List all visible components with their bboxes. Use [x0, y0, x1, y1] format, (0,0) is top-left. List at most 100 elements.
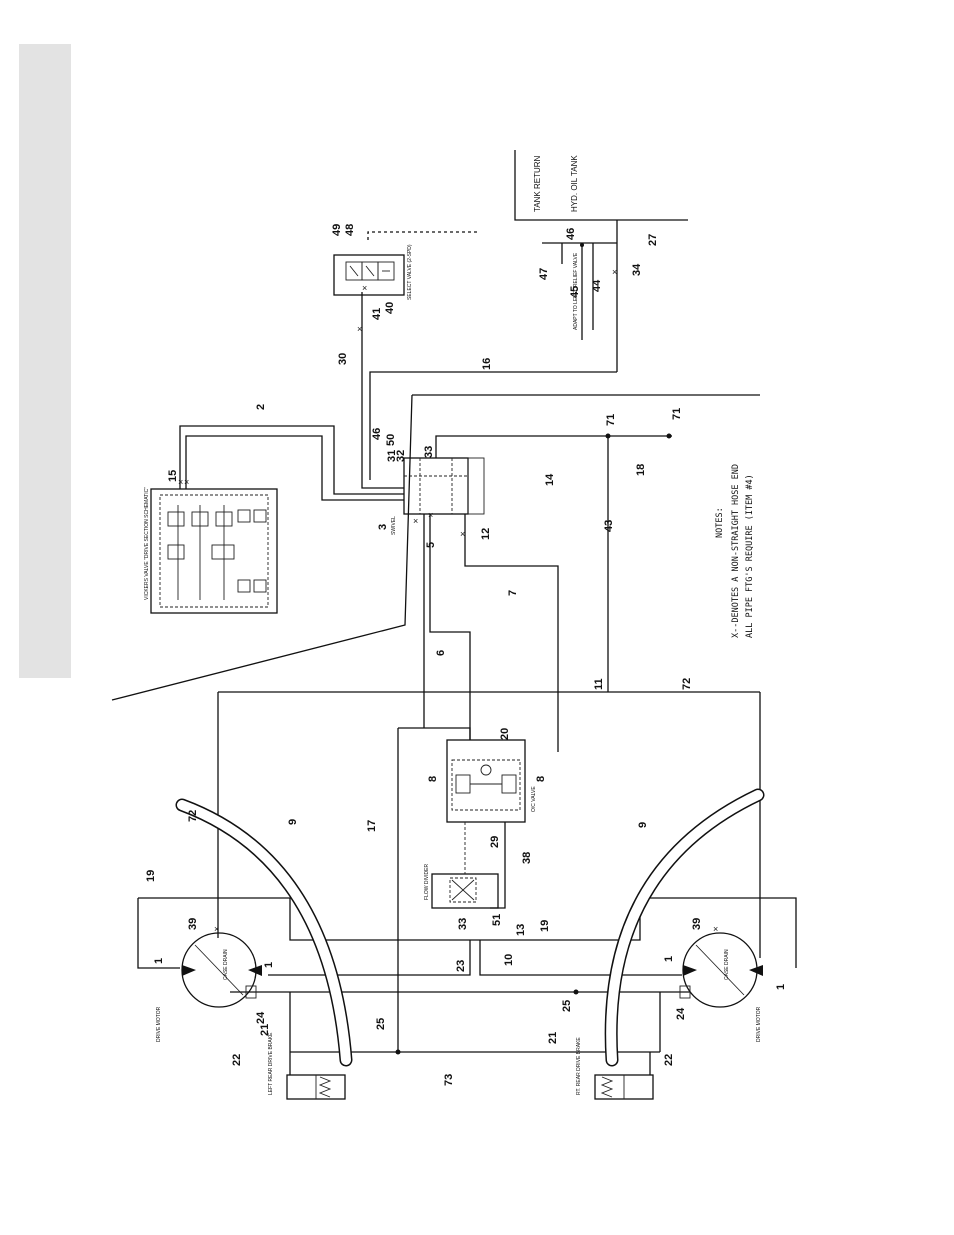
relief-valve-label: ADAPT TO LEVEL RELIEF VALVE: [573, 252, 579, 330]
oc-valve-label: O/C VALVE: [531, 786, 537, 812]
callout-46: 46: [371, 428, 383, 440]
callout-39-left: 39: [187, 918, 199, 930]
vickers-valve: VICKERS VALVE "DRIVE SECTION SCHEMATIC": [144, 487, 278, 614]
vickers-valve-label: VICKERS VALVE "DRIVE SECTION SCHEMATIC": [144, 487, 150, 600]
callout-51: 51: [491, 914, 503, 926]
callout-1-c: 1: [663, 956, 675, 962]
callout-11: 11: [593, 678, 605, 690]
callout-12: 12: [480, 528, 492, 540]
svg-text:×: ×: [413, 516, 418, 526]
callout-46-top: 46: [565, 228, 577, 240]
swivel-label: SWIVEL: [391, 516, 397, 535]
callout-25-right: 25: [561, 1000, 573, 1012]
oc-valve: O/C VALVE: [446, 739, 537, 823]
callout-22-right: 22: [663, 1054, 675, 1066]
callout-15: 15: [167, 470, 179, 482]
callout-8-right: 8: [535, 776, 547, 782]
notes-line-1: X--DENOTES A NON-STRAIGHT HOSE END: [731, 464, 741, 638]
callout-19-left: 19: [145, 870, 157, 882]
callout-24-left: 24: [255, 1011, 267, 1024]
svg-text:×: ×: [713, 924, 718, 934]
callout-5: 5: [425, 542, 437, 548]
callout-9-left: 9: [287, 819, 299, 825]
callout-72-top: 72: [681, 678, 693, 690]
callout-8-left: 8: [427, 776, 439, 782]
svg-text:×: ×: [178, 477, 183, 487]
left-rear-drive-brake: LEFT REAR DRIVE BRAKE: [268, 1032, 346, 1100]
callout-27: 27: [647, 234, 659, 246]
callout-9-right: 9: [637, 822, 649, 828]
callout-17: 17: [366, 820, 378, 832]
callout-25-left: 25: [375, 1018, 387, 1030]
callout-72-left: 72: [187, 810, 199, 822]
callout-71-b: 71: [671, 408, 683, 420]
callout-22-left: 22: [231, 1054, 243, 1066]
callout-49: 49: [331, 224, 343, 236]
hydraulic-oil-tank: TANK RETURN HYD. OIL TANK: [514, 150, 688, 221]
notes-title: NOTES:: [715, 507, 725, 538]
callout-50: 50: [385, 434, 397, 446]
callout-45: 45: [569, 286, 581, 298]
svg-text:×: ×: [362, 283, 367, 293]
callout-41: 41: [371, 308, 383, 320]
left-drive-motor: CASE DRAIN DRIVE MOTOR: [156, 932, 262, 1042]
callout-23: 23: [455, 960, 467, 972]
callout-16: 16: [481, 358, 493, 370]
rt-rear-brake-label: RT. REAR DRIVE BRAKE: [576, 1037, 582, 1095]
callout-44: 44: [591, 279, 603, 292]
svg-text:×: ×: [428, 510, 433, 520]
callout-19-right: 19: [539, 920, 551, 932]
left-drive-motor-label: DRIVE MOTOR: [156, 1006, 162, 1042]
notes-block: NOTES: X--DENOTES A NON-STRAIGHT HOSE EN…: [715, 464, 755, 638]
callout-73: 73: [443, 1074, 455, 1086]
svg-text:×: ×: [612, 267, 617, 277]
callout-43: 43: [603, 520, 615, 532]
select-valve: SELECT VALVE (2-SPD): [333, 244, 413, 300]
callout-7: 7: [507, 590, 519, 596]
hyd-oil-tank-label: HYD. OIL TANK: [570, 155, 579, 212]
callout-47: 47: [538, 268, 550, 280]
left-rear-brake-label: LEFT REAR DRIVE BRAKE: [268, 1032, 274, 1095]
callout-1-a: 1: [153, 958, 165, 964]
callout-18: 18: [635, 464, 647, 476]
svg-text:×: ×: [460, 529, 465, 539]
left-case-drain-label: CASE DRAIN: [223, 949, 229, 980]
callout-13: 13: [515, 924, 527, 936]
callout-38: 38: [521, 852, 533, 864]
callout-1-d: 1: [775, 984, 787, 990]
callout-33: 33: [457, 918, 469, 930]
callout-29: 29: [489, 836, 501, 848]
callout-14: 14: [544, 473, 556, 486]
swivel: SWIVEL: [391, 457, 485, 535]
callout-numbers: 49 48 46 47 45 44 34 27 41 40 30 16 2 46…: [145, 224, 787, 1086]
callout-71-a: 71: [605, 414, 617, 426]
page-side-tab: [19, 44, 71, 678]
callout-21-right: 21: [547, 1032, 559, 1044]
notes-line-2: ALL PIPE FTG'S REQUIRE (ITEM #4): [745, 474, 755, 638]
right-case-drain-label: CASE DRAIN: [724, 949, 730, 980]
svg-text:×: ×: [214, 924, 219, 934]
callout-40: 40: [384, 302, 396, 314]
callout-32: 32: [395, 450, 407, 462]
callout-21-left: 21: [259, 1024, 271, 1036]
hose-9-left: [175, 798, 353, 1067]
callout-30: 30: [337, 353, 349, 365]
callout-3: 3: [377, 524, 389, 530]
right-drive-motor-label: DRIVE MOTOR: [756, 1006, 762, 1042]
select-valve-label: SELECT VALVE (2-SPD): [407, 244, 413, 300]
right-drive-motor: CASE DRAIN DRIVE MOTOR: [679, 932, 763, 1042]
callout-31: 31: [386, 450, 398, 462]
callout-24-right: 24: [675, 1007, 687, 1020]
callout-39-right: 39: [691, 918, 703, 930]
right-rear-drive-brake: RT. REAR DRIVE BRAKE: [576, 1037, 654, 1100]
callout-20: 20: [499, 728, 511, 740]
callout-48: 48: [344, 224, 356, 236]
flow-divider-label: FLOW DIVIDER: [424, 863, 430, 900]
tank-return-label: TANK RETURN: [533, 155, 542, 212]
callout-33-top: 33: [423, 446, 435, 458]
callout-34: 34: [631, 263, 643, 276]
callout-10: 10: [503, 954, 515, 966]
hose-end-markers: × × × × × × × × × ×: [178, 267, 718, 934]
callout-2: 2: [255, 404, 267, 410]
